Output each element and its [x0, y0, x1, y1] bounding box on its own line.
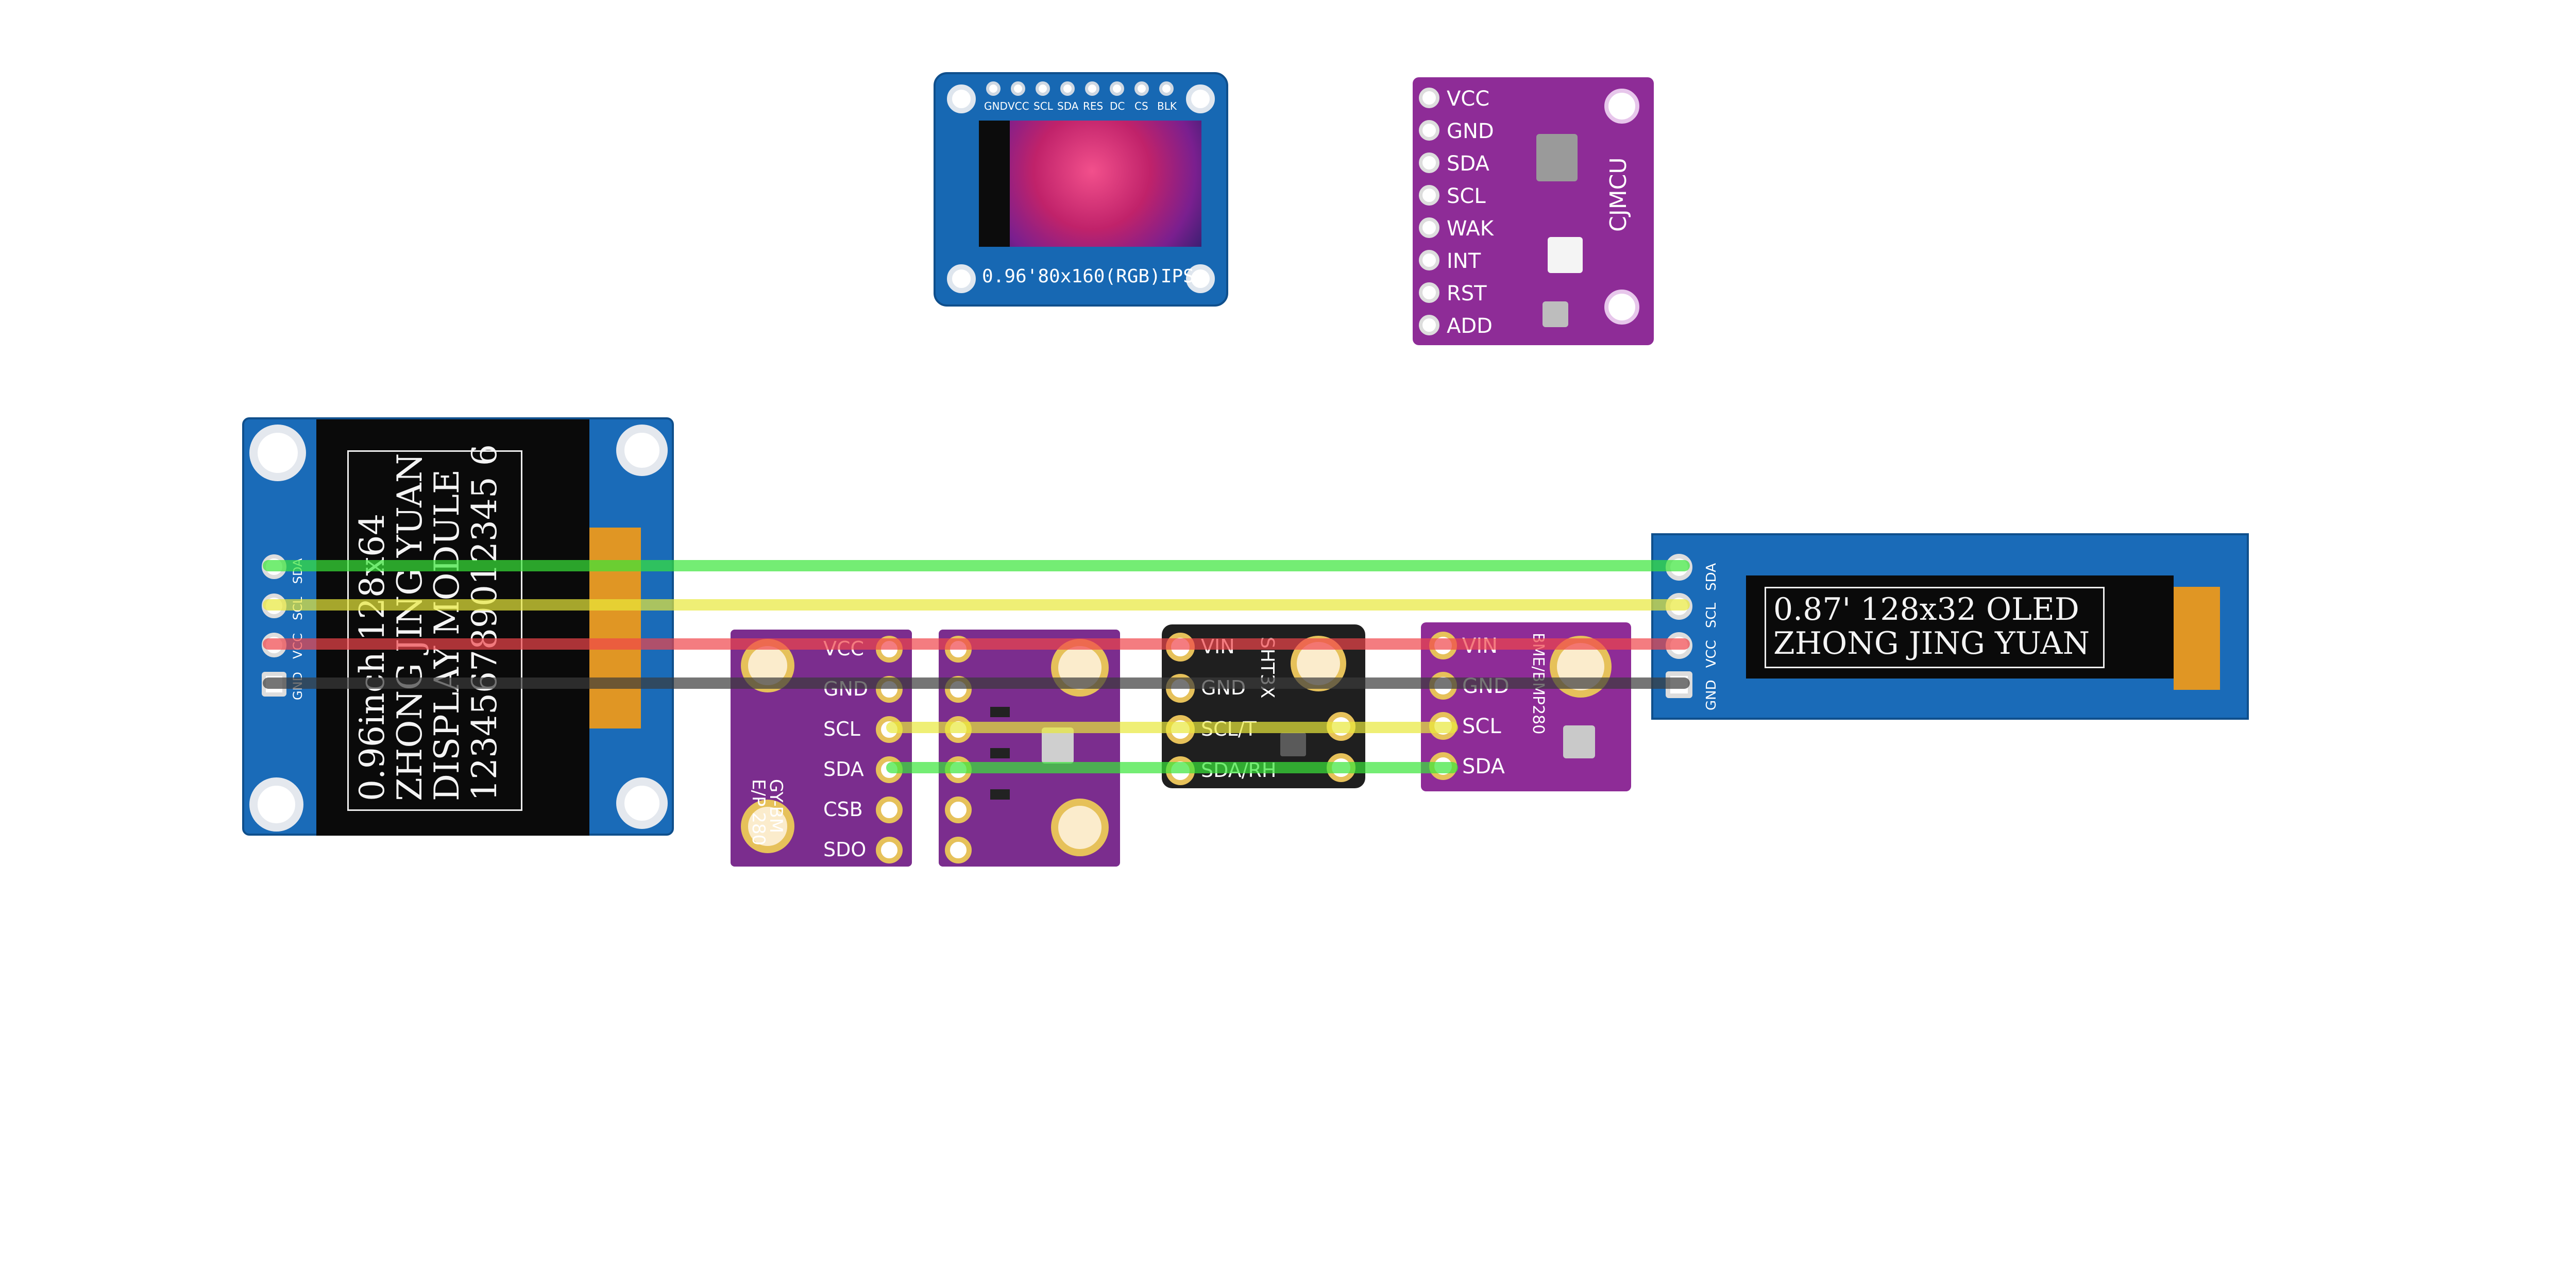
oled096-display-text: 0.96inch 128x64 ZHONG JING YUAN DISPLAY …	[347, 444, 522, 811]
header-pin	[1036, 81, 1050, 96]
wire-scl	[263, 599, 1690, 611]
gybme-label: GY-BM E/P 280	[748, 779, 786, 846]
tft-screen	[979, 121, 1201, 247]
sensor-chip	[1543, 301, 1568, 327]
mounting-hole	[947, 264, 976, 293]
wire-scl-branch	[886, 722, 1458, 733]
pin-label-sda: SDA	[823, 758, 864, 781]
pin-label-gnd: GND	[1447, 120, 1494, 143]
header-pin	[945, 837, 972, 863]
header-pin	[1419, 217, 1439, 238]
pin-label-sda: SDA	[1447, 152, 1489, 176]
header-pin	[1419, 315, 1439, 335]
wire-sda-branch	[886, 762, 1458, 773]
pin-label-sda: SDA	[1057, 100, 1079, 112]
oled087-pin-labels: GND VCC SCL SDA	[1704, 563, 1719, 710]
pin-label-scl: SCL	[1447, 184, 1486, 208]
pin-label-scl: SCL	[1033, 100, 1053, 112]
tft-pin-labels: GND VCC SCL SDA RES DC CS BLK	[983, 101, 1184, 116]
pin-label-scl: SCL	[1704, 602, 1719, 629]
pin-label-blk: BLK	[1157, 100, 1177, 112]
resistor	[990, 748, 1010, 758]
pin-label-gnd: GND	[1704, 680, 1719, 710]
oled087-line-1: 0.87' 128x32 OLED	[1773, 591, 2079, 628]
mounting-hole	[249, 425, 306, 481]
header-pin	[1159, 81, 1174, 96]
pin-label-add: ADD	[1447, 314, 1493, 338]
mounting-hole	[616, 425, 668, 476]
oled-087-display-module: GND VCC SCL SDA 0.87' 128x32 OLED ZHONG …	[1651, 533, 2249, 720]
pin-label-dc: DC	[1110, 100, 1125, 112]
header-pin	[1134, 81, 1149, 96]
header-pin	[1419, 185, 1439, 206]
header-pin	[1419, 120, 1439, 141]
tft-display-module: GND VCC SCL SDA RES DC CS BLK 0.96'80x16…	[934, 72, 1228, 307]
header-pin	[1060, 81, 1075, 96]
pin-label-vcc: VCC	[1704, 640, 1719, 668]
pin-label-res: RES	[1083, 100, 1104, 112]
mounting-hole	[1186, 264, 1215, 293]
sensor-chip	[1042, 727, 1074, 764]
sensor-chip	[1548, 237, 1583, 273]
pin-label-sda: SDA	[1704, 563, 1719, 591]
pin-label-scl: SCL	[1462, 715, 1501, 738]
ccs-brand-label: CJMCU	[1605, 157, 1632, 232]
gy-bme280-module: GY-BM E/P 280 VCC GND SCL SDA CSB SDO	[731, 630, 912, 867]
header-pin	[1419, 250, 1439, 270]
oled087-line-2: ZHONG JING YUAN	[1773, 625, 2090, 662]
mounting-hole	[947, 84, 976, 113]
oled096-line-1: 0.96inch 128x64	[352, 513, 392, 801]
header-pin	[876, 796, 903, 823]
oled087-text-frame: 0.87' 128x32 OLED ZHONG JING YUAN	[1765, 587, 2105, 668]
oled096-line-2: ZHONG JING YUAN	[389, 453, 430, 801]
resistor	[990, 707, 1010, 717]
header-pin-row	[983, 78, 1184, 99]
mounting-hole	[1186, 84, 1215, 113]
header-pin	[1110, 81, 1124, 96]
mounting-hole	[1604, 89, 1639, 124]
oled087-screen: 0.87' 128x32 OLED ZHONG JING YUAN	[1746, 575, 2174, 679]
mounting-hole	[1051, 799, 1109, 856]
header-pin	[986, 81, 1001, 96]
pin-label-wak: WAK	[1447, 217, 1494, 241]
pin-label-vcc: VCC	[1008, 100, 1029, 112]
oled087-flex	[2174, 587, 2220, 690]
sensor-chip	[1536, 134, 1578, 181]
mounting-hole	[616, 777, 668, 829]
ccs-pins: VCC GND SDA SCL WAK INT RST ADD	[1419, 88, 1522, 340]
pin-label-gnd: GND	[984, 100, 1008, 112]
oled096-line-4: 123456789012345 6	[464, 444, 504, 801]
pin-label-cs: CS	[1134, 100, 1148, 112]
header-pin	[1419, 88, 1439, 108]
pin-label-vcc: VCC	[1447, 87, 1490, 111]
pin-label-rst: RST	[1447, 282, 1487, 306]
ccs811-sensor-module: VCC GND SDA SCL WAK INT RST ADD CJMCU	[1413, 77, 1654, 345]
header-pin	[1419, 152, 1439, 173]
wire-sda	[263, 560, 1690, 571]
header-pin	[876, 837, 903, 863]
header-pin	[1419, 282, 1439, 303]
wire-gnd	[263, 677, 1690, 689]
mounting-hole	[249, 777, 303, 832]
pin-label-sdo: SDO	[823, 838, 867, 861]
header-pin	[1011, 81, 1025, 96]
sensor-chip	[1563, 725, 1595, 758]
sensor-chip	[1280, 733, 1306, 756]
mounting-hole	[1604, 290, 1639, 325]
oled096-screen	[316, 419, 589, 836]
pin-label-scl: SCL	[823, 718, 860, 740]
header-pin	[945, 796, 972, 823]
oled096-flex	[589, 528, 641, 728]
header-pin	[1085, 81, 1099, 96]
pin-label-csb: CSB	[823, 798, 863, 821]
wire-vcc	[263, 638, 1690, 650]
oled096-line-3: DISPLAY MODULE	[427, 469, 467, 801]
resistor	[990, 789, 1010, 800]
pin-label-sda: SDA	[1462, 755, 1505, 778]
gy-bme280-module-back	[939, 630, 1120, 867]
oled-096-display-module: GND VCC SCL SDA 0.96inch 128x64 ZHONG JI…	[242, 417, 674, 836]
pin-label-int: INT	[1447, 249, 1481, 273]
tft-label: 0.96'80x160(RGB)IPS	[982, 266, 1194, 287]
